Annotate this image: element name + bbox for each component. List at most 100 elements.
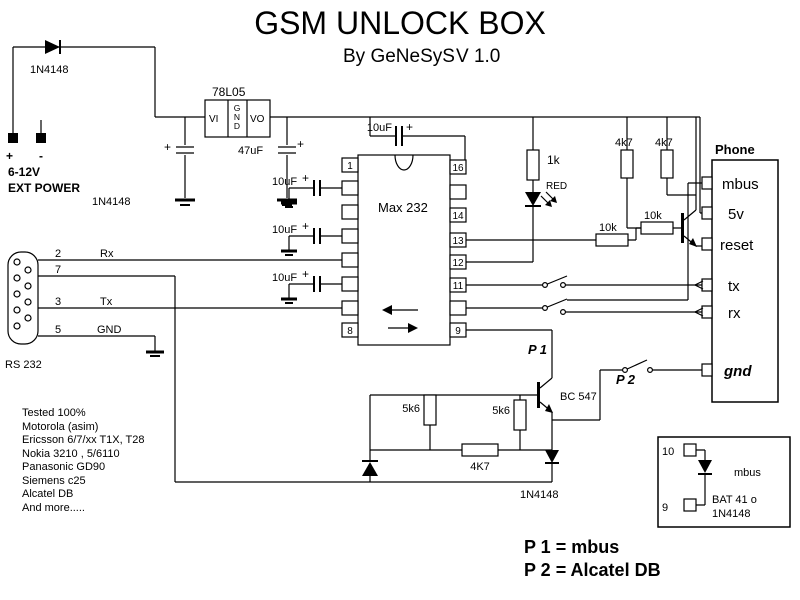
wire-phone-connections xyxy=(552,117,702,421)
regulator-body xyxy=(204,99,271,138)
db9-pin xyxy=(13,306,21,314)
page-title: GSM UNLOCK BOX xyxy=(254,5,546,41)
legend-p2: P 2 = Alcatel DB xyxy=(524,560,661,580)
adapter-part-label: BAT 41 o xyxy=(712,494,757,506)
rx-label: Rx xyxy=(100,248,114,260)
transistor-emitter-arrow xyxy=(689,238,697,247)
ic-notch xyxy=(394,154,414,171)
transistor-bar xyxy=(537,382,540,408)
regulator-gnd-n: N xyxy=(234,112,240,122)
phone-pin-label: tx xyxy=(728,278,740,295)
wires xyxy=(12,46,702,483)
db9-pin-label: 2 xyxy=(55,248,61,260)
switch-contact xyxy=(621,367,628,374)
minus-terminal xyxy=(36,133,46,143)
adapter-body xyxy=(657,436,791,528)
tested-line: Siemens c25 xyxy=(22,475,86,487)
cap-polarity: + xyxy=(297,137,304,151)
db9-pin xyxy=(24,298,32,306)
pin-stub xyxy=(341,276,359,292)
switch-blade xyxy=(544,275,568,286)
adapter-pin-label: 10 xyxy=(662,446,674,458)
switch-contact xyxy=(646,367,653,374)
pin-stub xyxy=(449,254,467,270)
resistor-label: 4K7 xyxy=(470,461,490,473)
cap-10uf-label: 10uF xyxy=(272,224,297,236)
regulator-vi: VI xyxy=(209,114,218,125)
rx-arrow-icon xyxy=(693,307,704,317)
ic-pin-number: 12 xyxy=(452,258,464,269)
diode-label: 1N4148 xyxy=(30,64,69,76)
pin-stub xyxy=(449,277,467,293)
wire-power-rail xyxy=(12,46,700,133)
pin-stub xyxy=(341,204,359,220)
switch-contact xyxy=(559,282,566,289)
ic-body xyxy=(357,154,451,346)
diode-1n4148-icon xyxy=(45,40,60,54)
tested-line: Alcatel DB xyxy=(22,488,73,500)
db9-pin xyxy=(13,274,21,282)
arrow-left-head xyxy=(382,305,392,315)
wire-led-branch xyxy=(466,117,534,263)
power-section xyxy=(8,40,61,143)
adapter-wires xyxy=(696,449,706,506)
arrow-right-head xyxy=(408,323,418,333)
phone-pin-stub xyxy=(701,176,713,190)
pin-stub xyxy=(341,322,359,338)
pin-stub xyxy=(449,159,467,175)
ic-pin-number: 9 xyxy=(455,326,461,337)
labels: GSM UNLOCK BOX By GeNeSyS V 1.0 1N4148 +… xyxy=(5,5,761,580)
wire-top-transistor xyxy=(683,117,702,247)
resistor-5k6-a xyxy=(423,394,437,426)
cap-10uf-label: 10uF xyxy=(367,122,392,134)
switch-contact xyxy=(559,309,566,316)
db9-pin-label: 7 xyxy=(55,264,61,276)
minus-label: - xyxy=(39,149,43,163)
pin-stub xyxy=(341,228,359,244)
legend-p1: P 1 = mbus xyxy=(524,537,619,557)
max232-ic xyxy=(341,154,467,346)
db9-body xyxy=(7,251,39,345)
tested-line: Nokia 3210 , 5/6110 xyxy=(22,448,120,460)
tested-line: Ericsson 6/7/xx T1X, T28 xyxy=(22,434,144,446)
mbus-adapter xyxy=(657,436,791,528)
plus-terminal xyxy=(8,133,18,143)
ic-pin-number: 16 xyxy=(452,163,464,174)
cap-polarity: + xyxy=(302,267,309,281)
pin-stub xyxy=(449,207,467,223)
switch-blade xyxy=(544,298,568,309)
wire-filter-caps xyxy=(184,117,288,198)
resistor-label: 1k xyxy=(547,153,561,167)
tested-line: Panasonic GD90 xyxy=(22,461,105,473)
left-caps xyxy=(313,180,321,292)
adapter-pin-label: 9 xyxy=(662,502,668,514)
ground-symbols xyxy=(146,198,297,357)
switch-p1 xyxy=(541,275,568,316)
db9-pin xyxy=(13,290,21,298)
pin-stub xyxy=(449,232,467,248)
phone-pin-stub xyxy=(701,206,713,220)
tested-line: Motorola (asim) xyxy=(22,421,98,433)
transistor-label: BC 547 xyxy=(560,391,597,403)
resistor-label: 5k6 xyxy=(492,405,510,417)
cap-polarity: + xyxy=(302,171,309,185)
db9-pin xyxy=(13,322,21,330)
regulator-label: 78L05 xyxy=(212,85,246,99)
ext-power-label: EXT POWER xyxy=(8,181,80,195)
phone-pin-stub xyxy=(701,237,713,251)
resistor-4k7-b xyxy=(660,149,674,179)
pin-stub xyxy=(341,300,359,316)
diode-icon xyxy=(362,462,378,476)
byline-version: V 1.0 xyxy=(456,46,500,67)
phone-pin-stub xyxy=(701,305,713,319)
switch-p2 xyxy=(621,359,653,374)
top-cap xyxy=(395,126,403,146)
gnd-label: GND xyxy=(97,324,122,336)
wire-10k-network xyxy=(466,227,681,241)
cap-47uf-label: 47uF xyxy=(238,145,263,157)
wire-ic-right-feeds xyxy=(466,284,553,378)
phone-pin-label: 5v xyxy=(728,206,744,223)
diode-label: 1N4148 xyxy=(92,196,131,208)
phone-title: Phone xyxy=(715,142,755,157)
